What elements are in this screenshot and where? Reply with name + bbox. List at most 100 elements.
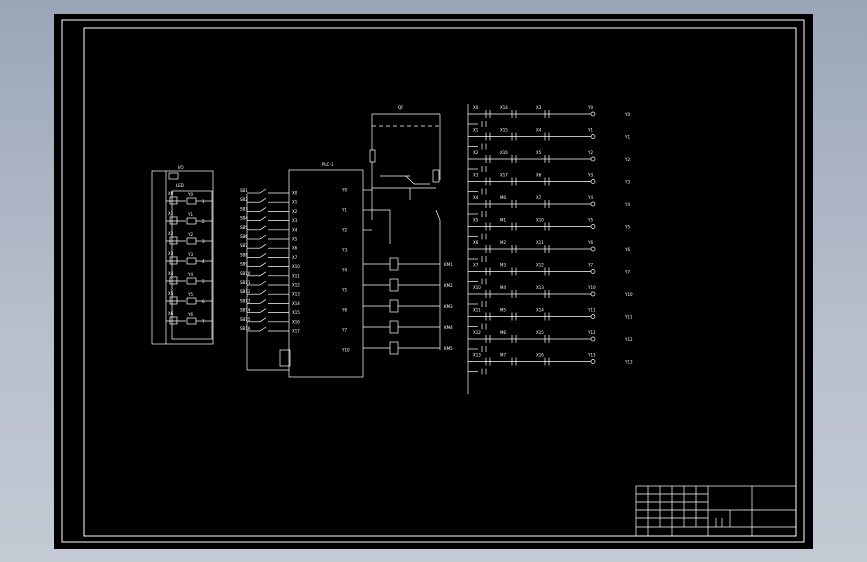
plc-input-label: SB8 <box>240 252 248 257</box>
ladder-contact-label: M6 <box>500 330 506 335</box>
plc-input-contact <box>259 188 267 194</box>
ladder-output-note: Y5 <box>624 225 630 230</box>
ladder-contact-label: M7 <box>500 353 506 358</box>
indicator-row-switch <box>169 196 178 205</box>
indicator-row-index: 5 <box>202 279 205 284</box>
plc-input-label: SB14 <box>240 308 251 313</box>
plc-input-terminal: X3 <box>292 218 298 223</box>
ladder-contact-label: M3 <box>500 263 506 268</box>
ladder-contact-label: X11 <box>473 308 481 313</box>
ladder-contact-label: X0 <box>473 105 479 110</box>
drawing-sheet <box>54 14 813 549</box>
plc-input-contact <box>259 262 267 267</box>
ladder-output-note: Y0 <box>624 112 630 117</box>
ladder-contact-label: M4 <box>500 285 506 290</box>
plc-input-terminal: X13 <box>292 292 300 297</box>
plc-output-terminal: Y6 <box>341 308 347 313</box>
ladder-contact-label: X7 <box>473 263 479 268</box>
plc-input-label: SB2 <box>240 197 248 202</box>
plc-output-terminal: Y3 <box>341 248 347 253</box>
ladder-contact-label: X7 <box>536 195 542 200</box>
indicator-row-output: Y5 <box>187 292 193 297</box>
indicator-row-label: X1 <box>168 211 174 216</box>
plc-input-terminal: X6 <box>292 246 298 251</box>
plc-block-title: PLC-1 <box>322 162 334 167</box>
plc-input-terminal: X14 <box>292 301 300 306</box>
ladder-output-note: Y6 <box>624 247 630 252</box>
sheet-border-inner <box>83 27 797 537</box>
ladder-contact-label: X6 <box>536 173 542 178</box>
ladder-output-label: Y3 <box>587 173 593 178</box>
power-box-label: QF <box>398 105 404 110</box>
plc-input-contact <box>259 308 267 313</box>
plc-input-label: SB12 <box>240 289 251 294</box>
ladder-contact-label: X12 <box>536 263 544 268</box>
ladder-contact-label: M2 <box>500 240 506 245</box>
plc-input-label: SB15 <box>240 317 251 322</box>
indicator-row-switch <box>169 216 178 225</box>
indicator-row-label: X2 <box>168 231 174 236</box>
plc-input-terminal: X1 <box>292 200 298 205</box>
ladder-contact-label: X6 <box>473 240 479 245</box>
indicator-row-output: Y3 <box>187 252 193 257</box>
ladder-output-label: Y5 <box>587 218 593 223</box>
indicator-row-index: 6 <box>202 299 205 304</box>
ladder-contact-label: X3 <box>536 105 542 110</box>
sheet-border-outer <box>61 19 805 543</box>
ladder-output-label: Y4 <box>587 195 593 200</box>
ladder-output-label: Y6 <box>587 240 593 245</box>
plc-input-terminal: X15 <box>292 310 300 315</box>
ladder-output-note: Y11 <box>624 315 633 320</box>
ladder-contact-label: X15 <box>500 128 508 133</box>
ladder-output-note: Y1 <box>624 135 630 140</box>
ladder-contact-label: X14 <box>536 308 544 313</box>
plc-input-label: SB10 <box>240 271 251 276</box>
ladder-contact-label: X2 <box>473 150 479 155</box>
plc-input-terminal: X16 <box>292 319 300 324</box>
ladder-output-note: Y4 <box>624 202 630 207</box>
ladder-output-label: Y2 <box>587 150 593 155</box>
indicator-row-index: 7 <box>202 319 205 324</box>
indicator-row-label: X5 <box>168 291 174 296</box>
plc-input-terminal: X17 <box>292 329 300 334</box>
indicator-row-output: Y0 <box>187 192 193 197</box>
plc-output-load-label: KM3 <box>444 304 453 309</box>
ladder-output-label: Y10 <box>587 285 596 290</box>
plc-input-contact <box>259 289 267 295</box>
ladder-contact-label: X13 <box>473 353 481 358</box>
indicator-row-label: X0 <box>168 191 174 196</box>
plc-output-load-label: KM4 <box>444 325 453 330</box>
indicator-row-index: 3 <box>202 239 205 244</box>
ladder-contact-label: X13 <box>536 285 544 290</box>
plc-input-label: SB7 <box>240 243 248 248</box>
ladder-diagram <box>467 104 596 394</box>
ladder-contact-label: X1 <box>473 128 479 133</box>
plc-input-label: SB13 <box>240 298 251 303</box>
ladder-contact-label: M1 <box>500 218 506 223</box>
indicator-row-output: Y6 <box>187 312 193 317</box>
plc-output-terminal: Y2 <box>341 228 347 233</box>
ladder-contact-label: X5 <box>473 218 479 223</box>
plc-input-terminal: X12 <box>292 283 300 288</box>
indicator-row-label: X3 <box>168 251 174 256</box>
plc-input-terminal: X5 <box>292 237 298 242</box>
indicator-row-label: X4 <box>168 271 174 276</box>
ladder-contact-label: X11 <box>536 240 544 245</box>
ladder-contact-label: X3 <box>473 173 479 178</box>
plc-input-label: SB11 <box>240 280 251 285</box>
plc-input-contact <box>259 271 267 277</box>
ladder-output-label: Y13 <box>587 353 596 358</box>
ladder-output-label: Y12 <box>587 330 596 335</box>
plc-output-terminal: Y1 <box>341 208 347 213</box>
power-control-box <box>369 113 441 350</box>
ladder-output-note: Y12 <box>624 337 633 342</box>
ladder-contact-label: X4 <box>473 195 479 200</box>
plc-output-load-label: KM1 <box>444 262 453 267</box>
ladder-output-note: Y2 <box>624 157 630 162</box>
ladder-output-note: Y7 <box>624 270 630 275</box>
plc-input-terminal: X7 <box>292 255 298 260</box>
plc-output-load-label: KM2 <box>444 283 453 288</box>
plc-input-label: SB9 <box>240 262 248 267</box>
indicator-row-output: Y1 <box>187 212 193 217</box>
